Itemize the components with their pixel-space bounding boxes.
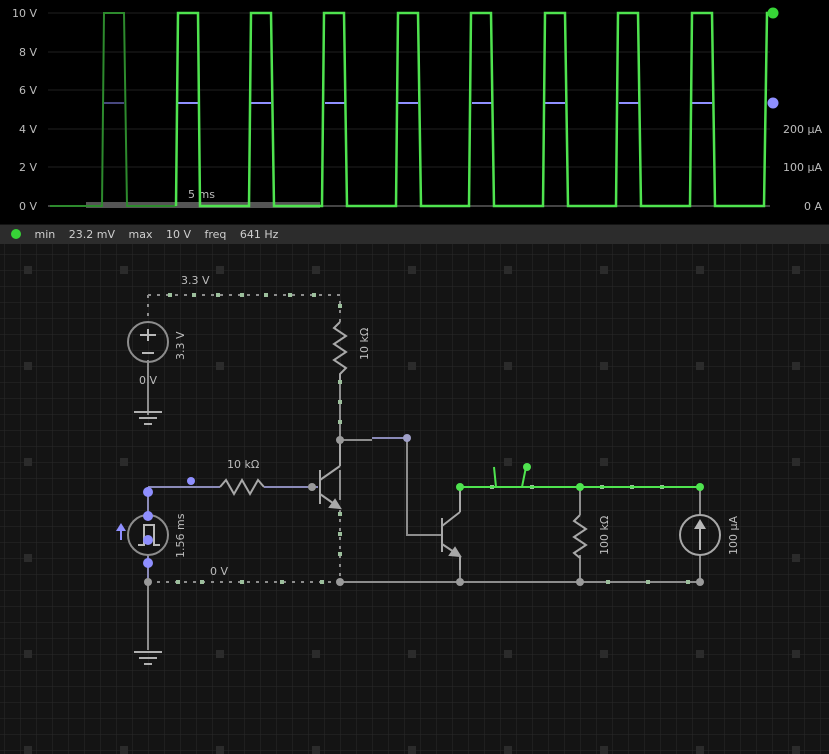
timescale-label: 5 ms	[188, 188, 215, 201]
current-wires	[147, 294, 341, 583]
base-resistor-label: 10 kΩ	[227, 458, 259, 471]
scope-right-axis: 200 µA 100 µA 0 A	[783, 123, 822, 213]
y-tick-label: 6 V	[19, 84, 37, 97]
max-value: 10 V	[165, 228, 191, 241]
ground-symbol	[134, 411, 162, 425]
grid-posts	[24, 266, 800, 754]
voltage-trace	[174, 11, 772, 208]
dc-voltage-source[interactable]	[127, 321, 169, 363]
min-value: 23.2 mV	[68, 228, 115, 241]
circuit-grid	[0, 244, 829, 754]
min-label: min	[34, 228, 56, 241]
npn-transistor-q2[interactable]	[441, 487, 462, 570]
freq-label: freq	[204, 228, 227, 241]
junction-nodes	[143, 434, 704, 586]
supply-voltage-label: 3.3 V	[174, 331, 187, 360]
wires	[147, 360, 701, 650]
y-tick-label: 10 V	[12, 7, 37, 20]
resistor-collector[interactable]	[332, 321, 348, 380]
y2-tick-label: 0 A	[804, 200, 822, 213]
load-resistor-label: 100 kΩ	[598, 516, 611, 555]
collector-resistor-label: 10 kΩ	[358, 328, 371, 360]
resistor-load[interactable]	[572, 514, 588, 559]
y2-tick-label: 100 µA	[783, 161, 822, 174]
y-tick-label: 2 V	[19, 161, 37, 174]
probe-point[interactable]	[523, 463, 531, 471]
ground-node-label: 0 V	[210, 565, 228, 578]
circuit-panel[interactable]: 3.3 V 0 V 3.3 V 10 kΩ 10 kΩ	[0, 244, 829, 754]
flow-arrow-icon	[116, 523, 126, 540]
supply-node-label: 3.3 V	[181, 274, 210, 287]
current-cursor-dot	[767, 97, 779, 109]
current-source-label: 100 µA	[727, 516, 740, 555]
resistor-base[interactable]	[219, 477, 265, 497]
scope-gridlines	[48, 12, 770, 168]
current-source[interactable]	[679, 514, 721, 556]
voltage-trace-faded	[50, 12, 176, 207]
y2-tick-label: 200 µA	[783, 123, 822, 136]
supply-ground-label: 0 V	[139, 374, 157, 387]
scope-left-axis: 10 V 8 V 6 V 4 V 2 V 0 V	[12, 7, 37, 213]
y-tick-label: 8 V	[19, 46, 37, 59]
max-label: max	[128, 228, 153, 241]
pulse-period-label: 1.56 ms	[174, 513, 187, 558]
ground-symbol	[134, 651, 162, 665]
y-tick-label: 0 V	[19, 200, 37, 213]
scope-status-bar: min 23.2 mV max 10 V freq 641 Hz	[0, 225, 829, 244]
trace-color-dot	[11, 229, 21, 239]
scope-panel[interactable]: 5 ms 10 V 8 V 6 V 4 V 2 V 0 V 200 µA 100…	[0, 0, 829, 224]
voltage-cursor-dot	[767, 7, 779, 19]
y-tick-label: 4 V	[19, 123, 37, 136]
freq-value: 641 Hz	[239, 228, 279, 241]
